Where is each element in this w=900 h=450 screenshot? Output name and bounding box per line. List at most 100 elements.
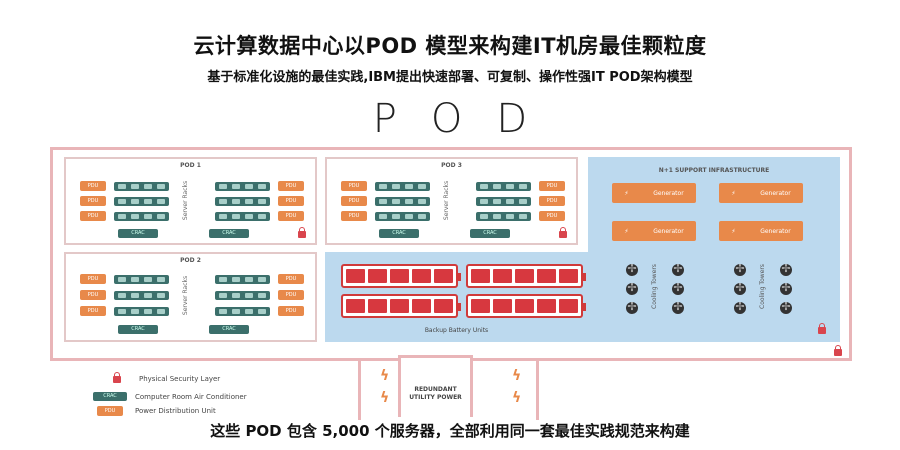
server-rack: [476, 196, 531, 206]
fan-icon: [734, 300, 746, 314]
utility-power-label: REDUNDANT UTILITY POWER: [409, 386, 462, 401]
cooling-towers-label: Cooling Towers: [758, 264, 766, 309]
legend-pdu-text: Power Distribution Unit: [135, 407, 216, 415]
pod-heading: POD: [372, 96, 562, 142]
fan-icon: [672, 281, 684, 295]
server-rack: [215, 290, 270, 300]
battery-unit: [466, 264, 586, 288]
pdu: PDU: [539, 211, 565, 221]
crac-unit: CRAC: [209, 325, 249, 334]
fan-icon: [780, 262, 792, 276]
server-rack: [476, 181, 531, 191]
fan-icon: [672, 262, 684, 276]
power-bolt-icon: ⚡: [731, 227, 736, 235]
pdu-swatch: PDU: [97, 406, 123, 416]
lock-icon: [818, 323, 826, 334]
pod-3-row-1: PDU PDU: [341, 181, 565, 191]
battery-unit: [466, 294, 586, 318]
pdu: PDU: [539, 196, 565, 206]
generator-label: Generator: [653, 227, 684, 235]
pdu: PDU: [80, 211, 106, 221]
server-rack: [215, 196, 270, 206]
support-area: N+1 SUPPORT INFRASTRUCTURE ⚡ Generator ⚡ G…: [588, 157, 840, 342]
server-rack: [375, 211, 430, 221]
power-bolt-icon: ϟ: [512, 390, 522, 406]
cooling-towers-label: Cooling Towers: [650, 264, 658, 309]
server-rack: [215, 211, 270, 221]
generator-label: Generator: [760, 189, 791, 197]
power-bolt-icon: ⚡: [731, 189, 736, 197]
generator: ⚡ Generator: [719, 183, 803, 203]
pdu: PDU: [80, 196, 106, 206]
crac-unit: CRAC: [118, 229, 158, 238]
pod-1-label: POD 1: [180, 162, 201, 169]
lock-icon: [834, 345, 842, 356]
generator-label: Generator: [653, 189, 684, 197]
pod-3-box: POD 3 PDU PDU PDU PDU PDU PDU Server Rac…: [325, 157, 578, 245]
pod-2-label: POD 2: [180, 257, 201, 264]
crac-unit: CRAC: [470, 229, 510, 238]
battery-unit: [341, 264, 461, 288]
pdu: PDU: [341, 181, 367, 191]
generator: ⚡Generator: [612, 183, 696, 203]
server-rack: [375, 196, 430, 206]
pdu: PDU: [278, 290, 304, 300]
pod-2-row-1: PDU PDU: [80, 274, 304, 284]
crac-unit: CRAC: [379, 229, 419, 238]
generator: ⚡Generator: [612, 221, 696, 241]
pdu: PDU: [539, 181, 565, 191]
server-racks-label: Server Racks: [443, 180, 451, 221]
fan-icon: [626, 300, 638, 314]
legend-security-text: Physical Security Layer: [139, 375, 221, 383]
lock-icon: [559, 227, 567, 238]
server-rack: [114, 306, 169, 316]
utility-power-box: REDUNDANT UTILITY POWER: [398, 355, 473, 417]
server-rack: [114, 290, 169, 300]
battery-unit: [341, 294, 461, 318]
pod-3-row-2: PDU PDU: [341, 196, 565, 206]
server-rack: [114, 196, 169, 206]
server-rack: [114, 181, 169, 191]
fan-icon: [626, 262, 638, 276]
pdu: PDU: [278, 306, 304, 316]
generator: ⚡ Generator: [719, 221, 803, 241]
fan-icon: [780, 281, 792, 295]
pdu: PDU: [278, 196, 304, 206]
page-subtitle: 基于标准化设施的最佳实践,IBM提出快速部署、可复制、操作性强IT POD架构模…: [207, 70, 693, 85]
fan-icon: [734, 281, 746, 295]
power-bolt-icon: ϟ: [380, 368, 390, 384]
pod-2-row-2: PDU PDU: [80, 290, 304, 300]
legend-security: Physical Security Layer: [93, 371, 221, 383]
lock-icon: [298, 227, 306, 238]
pod-2-box: POD 2 PDU PDU PDU PDU PDU PDU Server Rac…: [64, 252, 317, 342]
pdu: PDU: [80, 181, 106, 191]
server-rack: [215, 274, 270, 284]
pod-3-row-3: PDU PDU: [341, 211, 565, 221]
feed-line: [536, 358, 539, 420]
support-title: N+1 SUPPORT INFRASTRUCTURE: [658, 167, 770, 174]
pdu: PDU: [278, 181, 304, 191]
pod-2-row-3: PDU PDU: [80, 306, 304, 316]
server-racks-label: Server Racks: [182, 180, 190, 221]
power-bolt-icon: ϟ: [512, 368, 522, 384]
server-rack: [375, 181, 430, 191]
pdu: PDU: [80, 306, 106, 316]
generator-label: Generator: [760, 227, 791, 235]
crac-unit: CRAC: [118, 325, 158, 334]
crac-unit: CRAC: [209, 229, 249, 238]
server-racks-label: Server Racks: [182, 275, 190, 316]
server-rack: [114, 274, 169, 284]
server-rack: [476, 211, 531, 221]
pod-3-label: POD 3: [441, 162, 462, 169]
crac-swatch: CRAC: [93, 392, 127, 401]
pod-1-row-1: PDU PDU: [80, 181, 304, 191]
legend-crac: CRAC Computer Room Air Conditioner: [93, 392, 247, 401]
battery-label: Backup Battery Units: [424, 327, 489, 334]
lock-icon: [113, 371, 121, 383]
battery-area: Backup Battery Units: [325, 252, 588, 342]
fan-icon: [780, 300, 792, 314]
server-rack: [114, 211, 169, 221]
feed-line: [358, 358, 361, 420]
pdu: PDU: [341, 196, 367, 206]
pdu: PDU: [341, 211, 367, 221]
